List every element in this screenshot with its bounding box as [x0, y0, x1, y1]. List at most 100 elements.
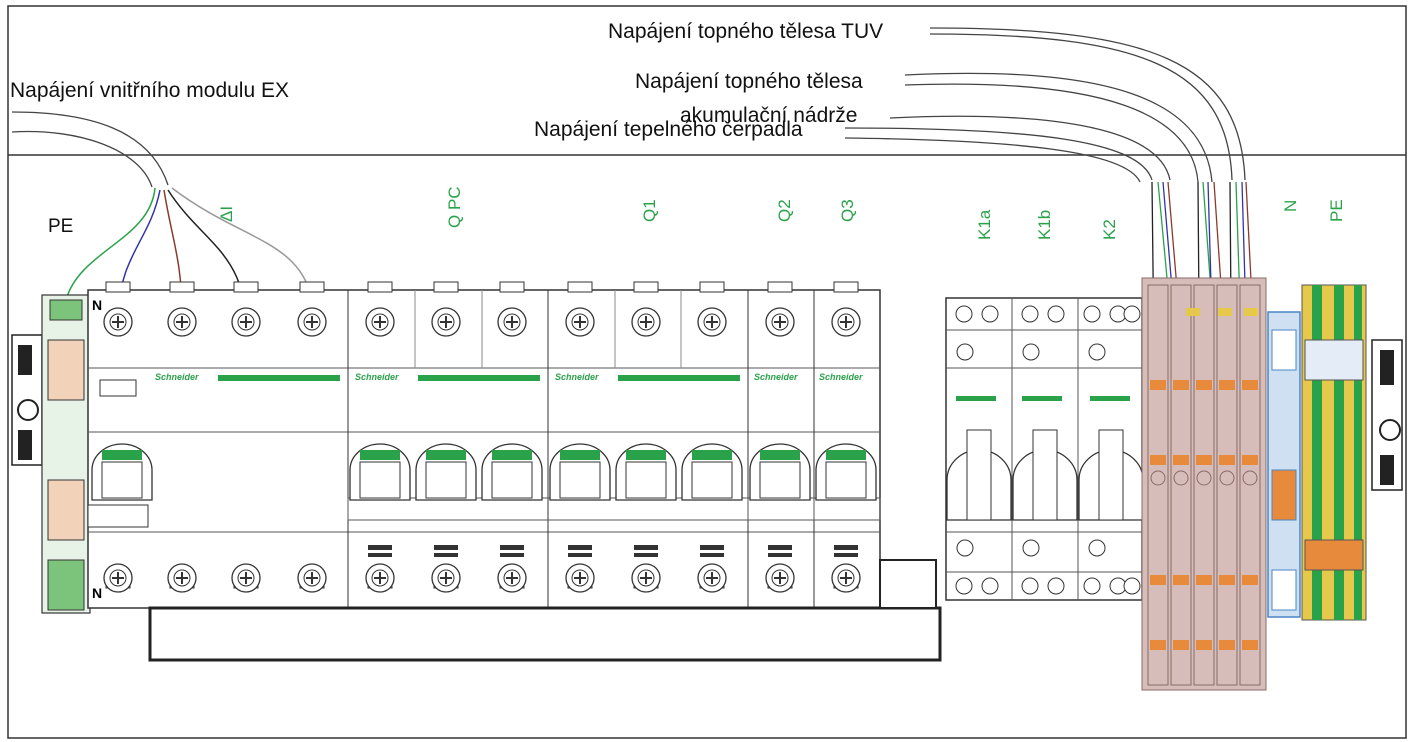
screw-cap	[169, 281, 195, 293]
screw-head	[303, 569, 321, 587]
terminal-n-top: N	[92, 297, 102, 313]
contactor-indicator	[1022, 343, 1040, 361]
bottom-marker	[834, 553, 858, 557]
handle-green	[626, 450, 666, 460]
screw	[565, 281, 595, 337]
breaker-row	[87, 289, 881, 609]
screw	[765, 281, 795, 337]
screw-head	[173, 569, 191, 587]
pe-terminals-right	[1301, 284, 1367, 621]
handle	[681, 443, 743, 501]
screw-cap	[633, 281, 659, 293]
terminal-yellow	[1218, 308, 1232, 316]
terminal-hole	[1219, 470, 1235, 486]
contactor-indicator	[956, 343, 974, 361]
handle-lever	[625, 461, 667, 499]
terminal-orange	[1150, 380, 1166, 390]
bottom-marker	[834, 545, 858, 550]
contactor-screw-top	[1083, 305, 1101, 323]
bottom-marker	[700, 553, 724, 557]
handle-lever	[825, 461, 867, 499]
handle	[749, 443, 811, 501]
terminal-orange	[1242, 575, 1258, 585]
terminal-slot	[1147, 284, 1169, 686]
screw-cap	[499, 281, 525, 293]
breaker-handles	[91, 443, 877, 501]
screw-head	[837, 569, 855, 587]
terminal-hole	[1242, 470, 1258, 486]
screw-head	[637, 569, 655, 587]
bottom-marker	[500, 553, 524, 557]
contactor-screw-bottom	[1083, 577, 1101, 595]
contactor-screw-bottom	[981, 577, 999, 595]
terminal-hole	[1196, 470, 1212, 486]
bottom-marker	[500, 545, 524, 550]
handle	[615, 443, 677, 501]
handle-green	[426, 450, 466, 460]
n-terminal	[1267, 311, 1301, 618]
screw	[431, 281, 461, 337]
screw-head	[237, 569, 255, 587]
contactor-screw-bottom	[1047, 577, 1065, 595]
brand-qpc: Schneider	[355, 372, 399, 382]
screw-head	[571, 313, 589, 331]
label-qpc: Q PC	[445, 186, 464, 228]
terminal-orange	[1242, 455, 1258, 465]
screw	[831, 281, 861, 337]
label-tank-2: akumulační nádrže	[680, 104, 857, 127]
label-pe-right: PE	[1327, 199, 1346, 222]
terminal-orange	[1173, 455, 1189, 465]
handle	[549, 443, 611, 501]
label-q2: Q2	[775, 199, 794, 222]
contactor-switch	[1098, 429, 1124, 521]
label-module: Napájení vnitřního modulu EX	[10, 79, 289, 102]
screw-cap	[699, 281, 725, 293]
screw	[631, 281, 661, 337]
screw-head	[703, 313, 721, 331]
contactor-screw-top	[955, 305, 973, 323]
bottom-marker	[634, 545, 658, 550]
brand-strips	[218, 375, 740, 381]
label-heat-pump: Napájení tepelného čerpadla	[534, 118, 803, 141]
terminal-orange	[1150, 575, 1166, 585]
terminal-hole	[1150, 470, 1166, 486]
terminal-orange	[1196, 380, 1212, 390]
label-q3: Q3	[838, 199, 857, 222]
screw-head	[703, 569, 721, 587]
handle-lever	[491, 461, 533, 499]
cable-heat-pump	[844, 127, 1153, 183]
contactor-screw-bottom	[1123, 577, 1141, 595]
screw	[431, 563, 461, 593]
screw-head	[637, 313, 655, 331]
handle-green	[360, 450, 400, 460]
terminal-orange	[1196, 640, 1212, 650]
din-clamp-right	[1371, 339, 1403, 491]
screw-head	[571, 569, 589, 587]
screw-head	[503, 313, 521, 331]
handle	[481, 443, 543, 501]
screw-head	[109, 569, 127, 587]
handle-lever	[759, 461, 801, 499]
screw	[103, 563, 133, 593]
screw-head	[173, 313, 191, 331]
contactor-indicator	[1022, 539, 1040, 557]
contactor-screw-bottom	[955, 577, 973, 595]
screw-cap	[105, 281, 131, 293]
screw-cap	[367, 281, 393, 293]
label-rcd: ΔI	[217, 206, 236, 222]
contactor-switch	[1032, 429, 1058, 521]
handle	[815, 443, 877, 501]
terminal-orange	[1219, 455, 1235, 465]
screw	[297, 563, 327, 593]
screw-head	[771, 313, 789, 331]
handle-green	[492, 450, 532, 460]
screw-head	[437, 569, 455, 587]
screw	[565, 563, 595, 593]
contactor-details	[946, 305, 1144, 595]
terminal-block-details	[1147, 284, 1261, 686]
terminal-orange	[1242, 640, 1258, 650]
pe-terminal-left	[41, 294, 91, 614]
bottom-marker	[368, 545, 392, 550]
terminal-slot	[1193, 284, 1215, 686]
contactor-screw-top	[1021, 305, 1039, 323]
